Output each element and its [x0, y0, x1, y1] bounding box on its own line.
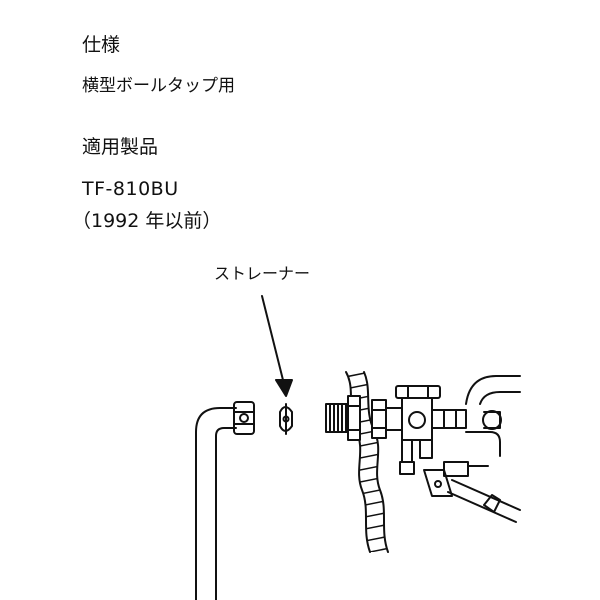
strainer	[279, 403, 293, 435]
spec-heading: 仕様	[82, 34, 121, 56]
ball-tap-valve-body	[385, 385, 467, 475]
tank-wall	[345, 371, 389, 553]
threaded-inlet	[325, 403, 351, 433]
supply-pipe	[195, 407, 237, 600]
spec-value: 横型ボールタップ用	[82, 76, 235, 96]
product-years: （1992 年以前）	[72, 210, 222, 232]
strainer-callout-label: ストレーナー	[214, 264, 311, 283]
outlet-pipe	[465, 375, 521, 457]
product-model: TF-810BU	[82, 178, 179, 200]
pipe-hex-nut	[233, 401, 255, 435]
applicable-products-heading: 適用製品	[82, 136, 159, 158]
wall-flange-nuts	[347, 395, 387, 441]
callout-arrow	[261, 295, 293, 397]
float-lever-arm	[423, 461, 521, 523]
